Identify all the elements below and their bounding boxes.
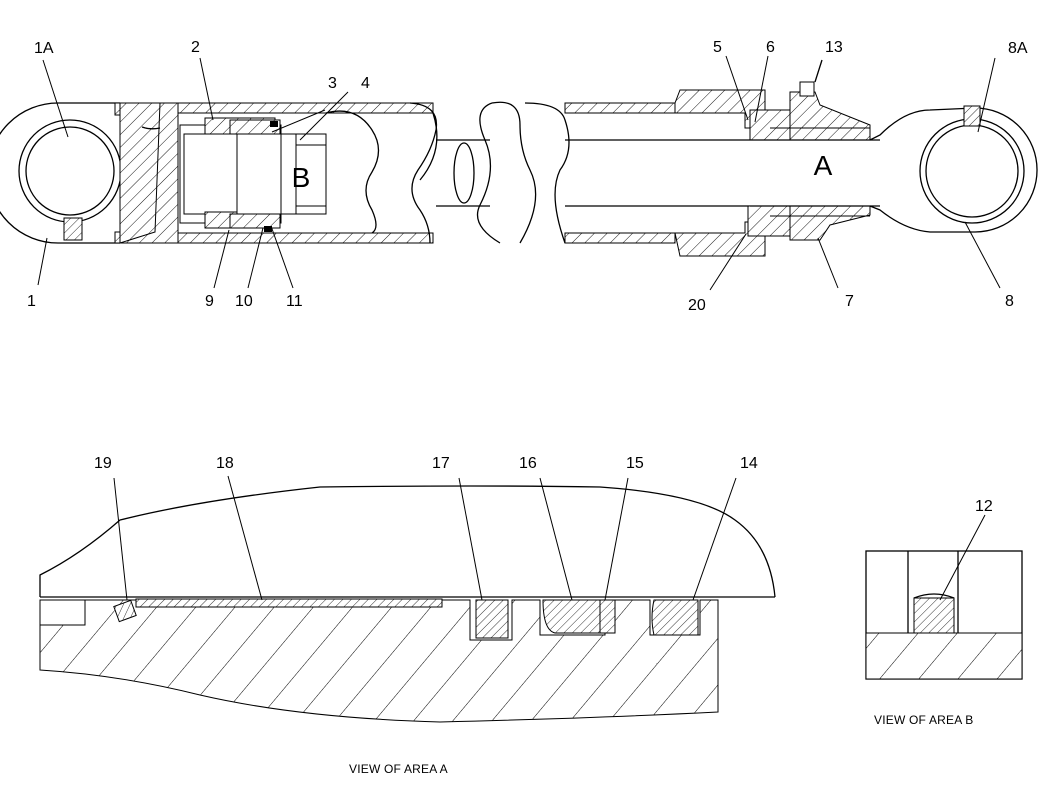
label-1: 1 — [27, 293, 36, 310]
cylinder-assembly: B A 1A 2 3 4 5 6 13 8A — [0, 39, 1038, 314]
label-11: 11 — [286, 293, 303, 310]
piston — [179, 117, 327, 232]
label-10: 10 — [235, 293, 253, 310]
label-16: 16 — [519, 455, 537, 472]
area-b-letter: B — [292, 162, 311, 193]
view-area-b: 12 VIEW OF AREA B — [865, 498, 1023, 727]
label-9: 9 — [205, 293, 214, 310]
head-end-eye — [0, 102, 122, 244]
label-1A: 1A — [34, 40, 54, 57]
label-20: 20 — [688, 297, 706, 314]
label-13: 13 — [825, 39, 843, 56]
label-18: 18 — [216, 455, 234, 472]
label-14: 14 — [740, 455, 758, 472]
label-7: 7 — [845, 293, 854, 310]
caption-view-area-b: VIEW OF AREA B — [874, 713, 974, 727]
label-3: 3 — [328, 75, 337, 92]
label-6: 6 — [766, 39, 775, 56]
label-5: 5 — [713, 39, 722, 56]
label-4: 4 — [361, 75, 370, 92]
label-17: 17 — [432, 455, 450, 472]
caption-view-area-a: VIEW OF AREA A — [349, 762, 448, 776]
rod-end-eye — [869, 105, 1038, 233]
label-15: 15 — [626, 455, 644, 472]
label-12: 12 — [975, 498, 993, 515]
rod-end-gland — [674, 59, 871, 257]
leader-lines-top — [37, 55, 1001, 291]
label-19: 19 — [94, 455, 112, 472]
view-area-a: 19 18 17 16 15 14 VIEW OF AREA A — [39, 455, 776, 776]
part-labels-top: 1A 2 3 4 5 6 13 8A 1 9 10 11 20 7 8 — [27, 39, 1028, 314]
label-2: 2 — [191, 39, 200, 56]
label-8A: 8A — [1008, 40, 1028, 57]
area-a-letter: A — [814, 150, 833, 181]
label-8: 8 — [1005, 293, 1014, 310]
